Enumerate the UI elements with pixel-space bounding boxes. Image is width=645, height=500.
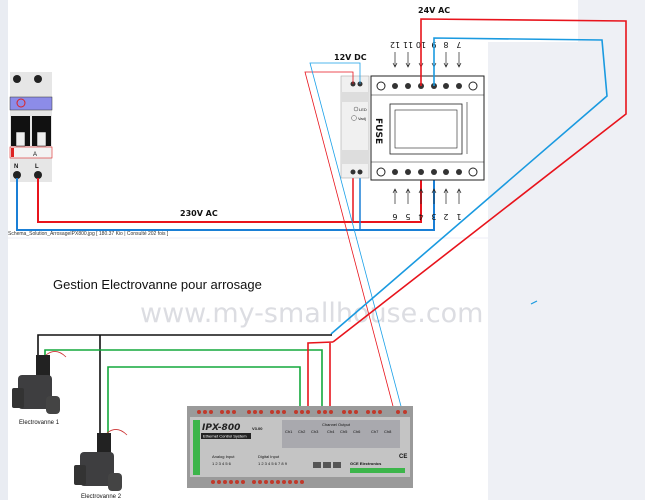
ipx-model: IPX-800 [202, 423, 240, 433]
channel-label: Ch4 [327, 429, 335, 434]
ipx-button [333, 462, 341, 468]
channel-label: Ch5 [340, 429, 348, 434]
channel-label: Ch1 [285, 429, 293, 434]
terminal-label: 6 [392, 212, 397, 221]
dc-negative-wire [309, 62, 403, 411]
left-margin [0, 0, 8, 500]
analog-input-numbers: 1 2 3 4 5 6 [212, 461, 232, 466]
terminal-label: 12 [390, 40, 400, 49]
image-caption: Schema_Solution_ArrosageIPX800.jpg [ 180… [8, 231, 169, 237]
fuse-label: FUSE [373, 118, 383, 144]
terminal-label: 4 [418, 212, 423, 221]
neutral-label: N [14, 164, 18, 170]
right-background [488, 42, 645, 500]
led-label: LED [359, 107, 367, 112]
terminal-label: 5 [405, 212, 410, 221]
valve-1-label: Electrovanne 1 [19, 420, 60, 426]
valve-2: Electrovanne 2 [74, 429, 128, 500]
breaker-rating: A [33, 152, 37, 158]
circuit-breaker: A N L [9, 72, 53, 182]
terminal-label: 2 [443, 212, 448, 221]
ipx-version: V3.00 [252, 426, 263, 431]
signal-wire-valve-2 [107, 366, 301, 440]
ipx-subtitle: Ethernet Control System [203, 434, 247, 439]
ipx800-controller: IPX-800 V3.00 Ethernet Control System Ch… [187, 406, 413, 488]
screw-icon [13, 171, 21, 179]
live-label: L [35, 164, 39, 170]
screw-icon [13, 75, 21, 83]
ce-mark: CE [399, 454, 407, 460]
common-wire [37, 334, 332, 362]
live-wire-230v [37, 172, 422, 223]
channel-output-label: Channel Output [322, 422, 351, 427]
channel-label: Ch7 [371, 429, 379, 434]
terminal-label: 1 [456, 212, 461, 221]
digital-input-label: Digital Input [258, 454, 280, 459]
power-supply-12v: LED Vadj [340, 75, 370, 179]
analog-input-label: Analog Input [212, 454, 235, 459]
ipx-button [323, 462, 331, 468]
ac24-common-wire [330, 37, 608, 335]
channel-label: Ch8 [384, 429, 392, 434]
valve-2-label: Electrovanne 2 [81, 494, 122, 500]
label-230v: 230V AC [180, 209, 218, 218]
label-24v: 24V AC [418, 6, 450, 15]
screw-icon [34, 171, 42, 179]
diagram-title: Gestion Electrovanne pour arrosage [53, 277, 262, 292]
maker-label: GCE Electronics [350, 461, 382, 466]
channel-label: Ch3 [311, 429, 319, 434]
channel-labels: Ch1 Ch2 Ch3 Ch4 Ch5 Ch6 Ch7 Ch8 [285, 429, 392, 434]
fuse-module: FUSE 12 11 10 9 8 7 6 5 4 3 2 1 [370, 40, 485, 221]
terminal-label: 3 [431, 212, 436, 221]
vadj-label: Vadj [358, 116, 366, 121]
digital-input-numbers: 1 2 3 4 5 6 7 8 9 [258, 461, 288, 466]
terminal-label: 8 [443, 40, 448, 49]
screw-icon [34, 75, 42, 83]
channel-label: Ch2 [298, 429, 306, 434]
channel-label: Ch6 [353, 429, 361, 434]
signal-wire-valve-1 [44, 349, 323, 410]
dc-positive-wire [304, 71, 395, 411]
watermark: www.my-smallhouse.com [140, 298, 484, 329]
ac24-live-wire [332, 18, 627, 343]
label-12v: 12V DC [334, 53, 367, 62]
ipx-terminals [197, 410, 407, 484]
terminal-label: 11 [403, 40, 413, 49]
ipx-button [313, 462, 321, 468]
terminal-label: 7 [456, 40, 461, 49]
valve-1: Electrovanne 1 [12, 351, 67, 426]
